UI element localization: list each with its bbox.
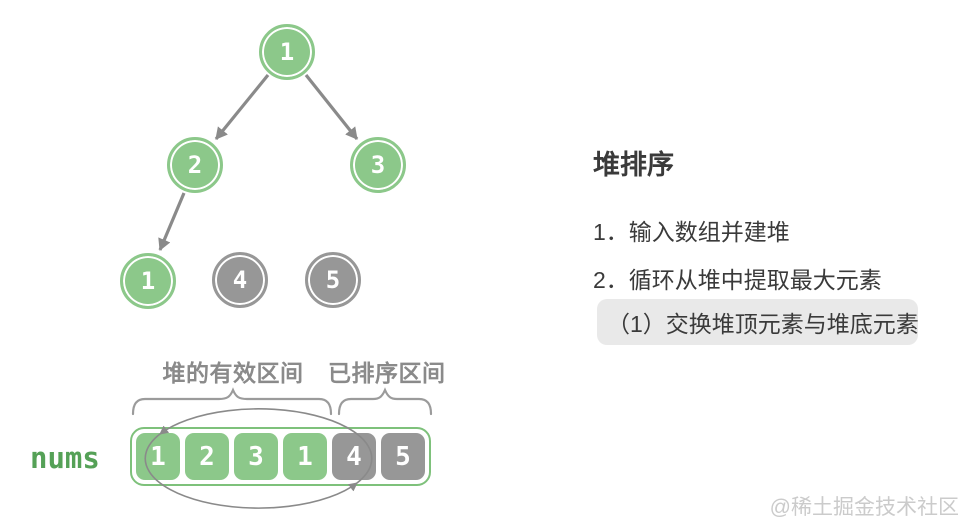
tree-edge-root-right [304,74,359,140]
array-cell-3: 1 [283,433,327,480]
watermark: @稀土掘金技术社区 [769,496,959,519]
tree-edge-left-leaf [158,192,186,251]
sorted-zone-label: 已排序区间 [328,360,446,386]
tree-node-left: 2 [167,137,223,193]
array-cell-5: 5 [381,433,425,480]
heap-zone-brace [131,387,333,416]
nums-array-label: nums [30,441,100,475]
tree-edge-root-left [214,73,270,141]
tree-node-root: 1 [259,24,315,80]
heap-zone-label: 堆的有效区间 [162,360,304,386]
tree-node-leaf-5: 5 [305,252,361,308]
nums-array: 1 2 3 1 4 5 [130,427,431,486]
substep-text: （1）交换堆顶元素与堆底元素 [607,311,919,337]
step-1: 1．输入数组并建堆 [593,219,790,245]
substep-highlight: （1）交换堆顶元素与堆底元素 [597,299,919,345]
tree-node-leaf-4: 4 [212,252,268,308]
step-2: 2．循环从堆中提取最大元素 [593,267,882,293]
tree-node-right: 3 [350,137,406,193]
array-cell-4: 4 [332,433,376,480]
tree-node-leaf-1: 1 [120,253,176,309]
array-cell-2: 3 [234,433,278,480]
page-title: 堆排序 [593,150,674,180]
array-cell-1: 2 [185,433,229,480]
array-cell-0: 1 [136,433,180,480]
sorted-zone-brace [337,387,433,416]
